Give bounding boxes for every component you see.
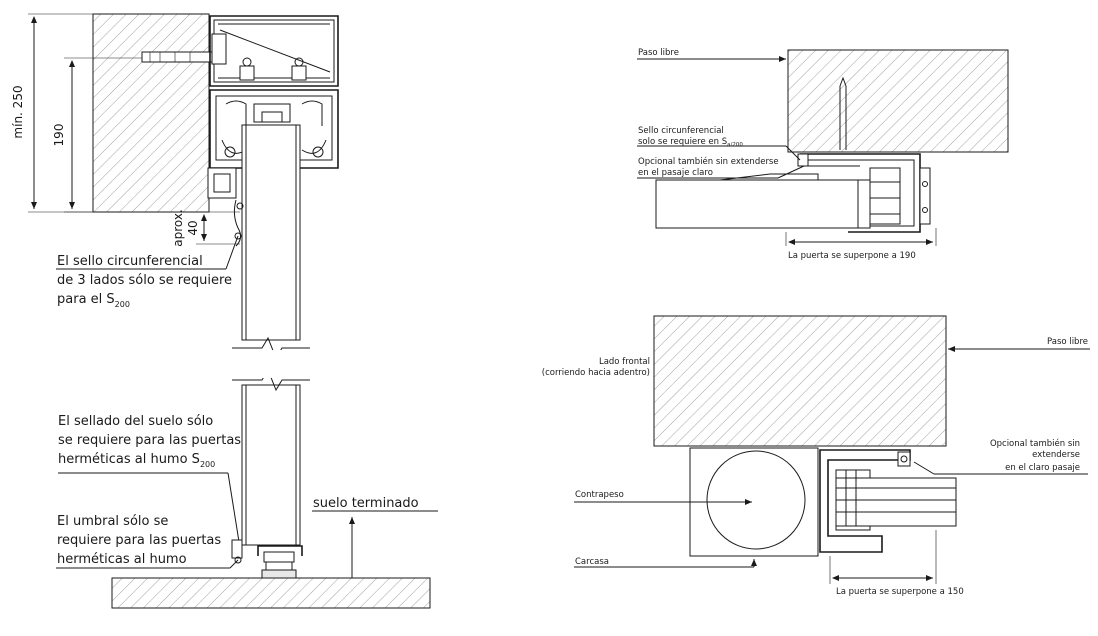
dimension-min-250: mín. 250 [11, 13, 93, 213]
threshold-note-line-3: herméticas al humo [57, 552, 187, 567]
dimension-approx-40: aprox. 40 [171, 209, 240, 247]
overlap-dimension-top: La puerta se superpone a 190 [785, 228, 937, 261]
left-section-drawing: mín. 250 190 [11, 13, 438, 609]
bottom-seal [231, 539, 303, 579]
seal-note-line-1: El sello circunferencial [57, 254, 203, 269]
counterweight-text: Contrapeso [575, 490, 624, 500]
seal-note-top-subscript: a/200 [727, 142, 743, 148]
seal-note-top-line-1: Sello circunferencial [638, 126, 724, 136]
front-side-line-1: Lado frontal [599, 357, 650, 367]
door-leaf [232, 124, 310, 546]
seal-note: El sello circunferencial de 3 lados sólo… [56, 235, 239, 309]
optional-note-top-line-2: en el pasaje claro [638, 168, 713, 178]
seal-note-top-line-2: solo se requiere en S [638, 137, 727, 147]
frame-profile-bottom [819, 449, 957, 553]
optional-note-bottom-line-2: extenderse [1032, 450, 1080, 460]
optional-note-bottom: Opcional también sin extenderse en el cl… [913, 438, 1088, 475]
guide-rail [209, 89, 339, 169]
side-seal [207, 167, 244, 247]
housing-label: Carcasa [574, 557, 757, 568]
seal-note-subscript: 200 [115, 300, 130, 309]
front-side-line-2: (corriendo hacia adentro) [542, 368, 650, 378]
housing-text: Carcasa [575, 557, 609, 567]
counterweight-label: Contrapeso [574, 490, 752, 505]
svg-text:para el S200: para el S200 [57, 292, 130, 309]
threshold-note-line-2: requiere para las puertas [57, 533, 221, 548]
seal-note-line-2: de 3 lados sólo se requiere [57, 273, 232, 288]
lintel-wall [92, 13, 210, 213]
anchor-top [839, 76, 847, 150]
seal-note-line-3: para el S [57, 292, 115, 307]
finished-floor-label: suelo terminado [312, 496, 438, 578]
floor-seal-note-subscript: 200 [200, 460, 215, 469]
jamb-wall-bottom [653, 315, 947, 447]
top-right-plan-drawing: Paso libre [637, 48, 1009, 261]
counterweight-circle [706, 450, 806, 550]
floor-seal-note: El sellado del suelo sólo se requiere pa… [58, 414, 241, 549]
overlap-dimension-bottom: La puerta se superpone a 150 [829, 530, 964, 597]
floor-seal-note-line-3: herméticas al humo S [58, 452, 200, 467]
svg-text:herméticas al humo S200: herméticas al humo S200 [58, 452, 215, 469]
svg-text:solo se requiere en Sa/200: solo se requiere en Sa/200 [638, 137, 743, 148]
clear-passage-bottom: Paso libre [948, 337, 1090, 352]
dim-approx-label: aprox. [171, 209, 185, 247]
finished-floor-text: suelo terminado [313, 496, 419, 511]
optional-note-bottom-line-3: en el claro pasaje [1005, 463, 1080, 473]
top-bracket [209, 15, 339, 87]
front-side-label: Lado frontal (corriendo hacia adentro) [542, 357, 650, 378]
clear-passage-top-text: Paso libre [638, 48, 679, 58]
overlap-top-text: La puerta se superpone a 190 [788, 251, 916, 261]
floor-seal-note-line-2: se requiere para las puertas [58, 433, 241, 448]
clear-passage-bottom-text: Paso libre [1047, 337, 1088, 347]
clear-passage-top: Paso libre [637, 48, 786, 62]
bottom-right-plan-drawing: Paso libre Lado frontal (corriendo hacia… [542, 315, 1090, 597]
threshold-note-line-1: El umbral sólo se [57, 514, 168, 529]
dimension-190: 190 [52, 57, 150, 213]
optional-note-top: Opcional también sin extenderse en el pa… [637, 156, 805, 179]
floor-slab [111, 577, 431, 609]
optional-note-top-line-1: Opcional también sin extenderse [638, 156, 779, 167]
floor-seal-note-line-1: El sellado del suelo sólo [58, 414, 213, 429]
dim-190-label: 190 [52, 124, 66, 147]
anchor-bolt [141, 51, 213, 63]
dim-min-250-label: mín. 250 [11, 85, 25, 138]
threshold-note: El umbral sólo se requiere para las puer… [56, 514, 239, 569]
optional-note-bottom-line-1: Opcional también sin [990, 438, 1080, 449]
seal-note-top: Sello circunferencial solo se requiere e… [637, 126, 801, 161]
frame-profile-top [797, 153, 931, 233]
door-leaf-top [655, 173, 871, 229]
overlap-bottom-text: La puerta se superpone a 150 [836, 587, 964, 597]
dim-40-label: 40 [186, 220, 200, 235]
jamb-wall-top [787, 49, 1009, 153]
